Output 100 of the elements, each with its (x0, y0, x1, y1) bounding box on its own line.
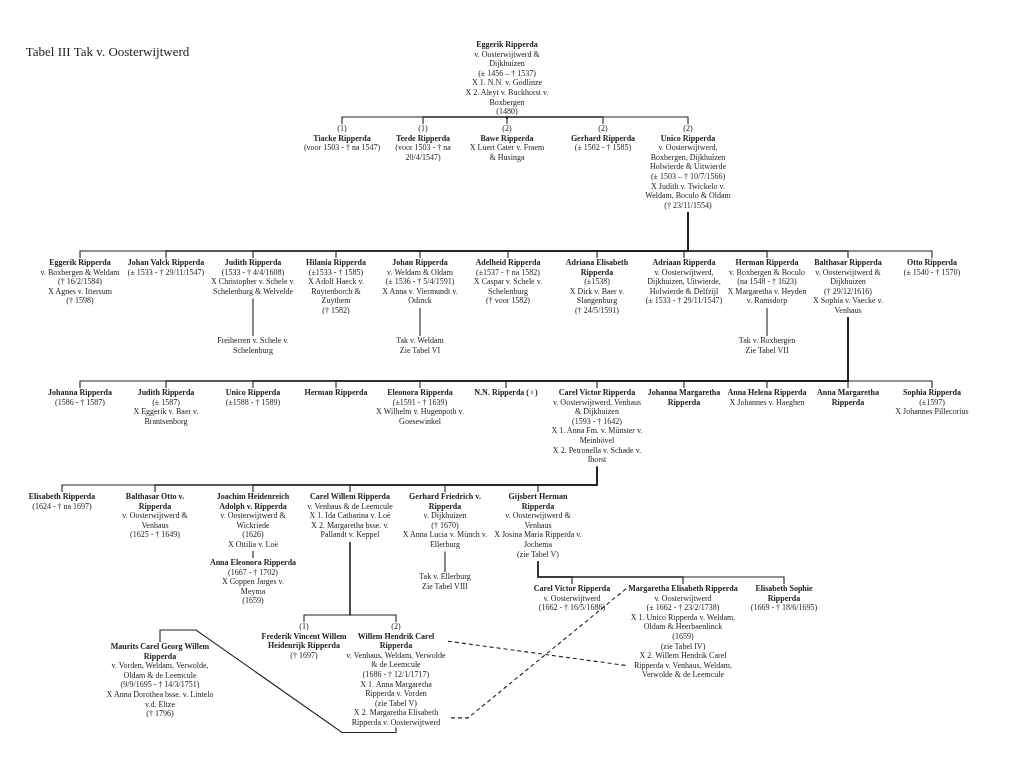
person-name: Anna Eleonora Ripperda (209, 558, 297, 568)
detail-text: (±1537 - † na 1582) (476, 267, 540, 278)
descent-line (422, 116, 508, 125)
detail-text: (± 1540 - † 1570) (903, 267, 961, 278)
marriage-order-label: (1) (299, 622, 309, 632)
reference-note: Zie Tabel VI (399, 345, 441, 356)
marriage-order-label: (2) (683, 124, 693, 134)
detail-text: († 24/5/1591) (575, 305, 619, 316)
detail-text: X Margaretha v. Heyden v. Ramsdorp (726, 286, 808, 306)
detail-text: (± 1503 – † 10/7/1566) (650, 171, 726, 182)
detail-text: v. Oosterwijtwerd, Dijkhuizen, Uitwierde, Holwierde & Delfzijl (646, 267, 722, 297)
detail-text: (±1538) (584, 277, 610, 287)
detail-text: X 1. Ida Catharina v. Loë (309, 511, 391, 521)
reference-note: Tak v. Ellerburg (419, 572, 471, 582)
descent-line (444, 551, 446, 573)
detail-text: (±1588 - † 1589) (225, 397, 281, 408)
detail-text: v. Vorden, Weldam, Verwolde, Oldam & de Leemcule (110, 661, 210, 681)
detail-text: X Josina Maria Ripperda v. Jochema (493, 530, 583, 550)
detail-text: († 1796) (146, 709, 174, 719)
detail-text: († 1598) (66, 296, 94, 306)
detail-text: X 2. Margaretha Elisabeth Ripperda v. Oosterwijtwerd (350, 708, 442, 728)
detail-text: X 1. Unico Ripperda v. Weldam, Oldam & Heerbaenlinck (629, 612, 737, 632)
person-name: Johan Valck Ripperda (127, 258, 205, 268)
detail-text: (1480) (496, 107, 518, 117)
detail-text: X Eggerik v. Baer v. Brantsenborg (132, 407, 200, 427)
person-name: Judith Ripperda (137, 388, 195, 398)
detail-text: X Adolf Haeck v. Ruytenborch & Zuythem (307, 277, 365, 306)
reference-note: Zie Tabel VIII (422, 581, 468, 592)
table-title: Tabel III Tak v. Oosterwijtwerd (24, 44, 191, 60)
detail-text: (zie Tabel V) (517, 549, 559, 560)
person-name: Eggerik Ripperda (49, 258, 111, 268)
descent-line (419, 307, 421, 337)
person-name: Willem Hendrik Carel Ripperda (356, 631, 436, 651)
detail-text: (zie Tabel V) (375, 698, 417, 709)
dashed-connector (447, 640, 627, 667)
person-name: Johanna Ripperda (48, 388, 112, 398)
descent-line (847, 317, 933, 389)
detail-text: v. Weldam & Oldam (387, 267, 453, 278)
detail-text: (na 1548 - † 1623) (737, 277, 797, 287)
detail-text: (1593 - † 1642) (572, 416, 622, 427)
detail-text: (±1591 - † 1639) (392, 397, 448, 408)
detail-text: († 1697) (290, 650, 318, 661)
detail-text: (± 1456 – † 1537) (478, 68, 536, 79)
person-name: Carel Victor Ripperda (558, 388, 636, 398)
detail-text: v. Oosterwijtwerd & Dijkhuizen (473, 49, 541, 69)
detail-text: (1669 - † 18/6/1695) (750, 603, 818, 613)
detail-text: († 1670) (431, 520, 459, 531)
detail-text: X 1. N.N. v. Godlinze (471, 78, 543, 88)
detail-text: X 2. Margaretha bsse. v. Pallandt v. Keppel (310, 520, 390, 540)
detail-text: X 2. Aleyt v. Buckhorst v. Boxbergen (464, 87, 550, 108)
detail-text: X 2. Willem Hendrik Carel Ripperda v. Venhaus, Weldam, Verwolde & de Leemcule (632, 651, 734, 680)
detail-text: (± 1536 - † 5/4/1591) (385, 277, 455, 287)
descent-line (537, 560, 785, 585)
detail-text: X 1. Anna Margaretha Ripperda v. Vorden (359, 679, 433, 699)
detail-text: († 16/2/1584) (58, 277, 102, 287)
detail-text: X Anna Dorothea bsse. v. Lintelo v.d. Eltze (105, 689, 215, 710)
detail-text: X Johannes v. Haeghen (729, 397, 805, 408)
detail-text: X Agnes v. Ittersum (48, 286, 112, 297)
detail-text: (1659) (672, 631, 694, 642)
person-name: Unico Ripperda (660, 133, 716, 144)
detail-text: X 1. Anna Fm. v. Münster v. Meinhövel (550, 426, 644, 446)
person-name: Adriana Elisabeth Ripperda (564, 258, 630, 278)
detail-text: (± 1587) (152, 397, 180, 408)
person-name: Judith Ripperda (224, 258, 282, 268)
detail-text: v. Venhaus, Weldam, Verwolde & de Leemcule (346, 650, 446, 670)
detail-text: v. Boxbergen & Weldam (40, 267, 120, 278)
person-name: Balthasar Ripperda (814, 258, 882, 268)
detail-text: († 29/12/1616) (824, 286, 872, 297)
person-name: Eleonora Ripperda (387, 388, 453, 398)
person-name: Tiacke Ripperda (313, 133, 371, 144)
detail-text: v. Dijkhuizen (423, 511, 467, 521)
detail-text: (±1597) (919, 397, 945, 408)
detail-text: (1626) (242, 530, 264, 540)
person-name: Johan Ripperda (392, 258, 448, 268)
detail-text: (±1533 - † 1585) (308, 267, 364, 278)
reference-note: Freiherren v. Schele v. Schelenburg (216, 336, 290, 356)
person-name: Hilania Ripperda (306, 258, 366, 268)
detail-text: († voor 1582) (486, 296, 530, 306)
detail-text: (1624 - † na 1697) (32, 501, 92, 512)
detail-text: (9/9/1695 - † 14/3/1751) (120, 680, 200, 690)
detail-text: X Judith v. Twickelo v. Weldam, Boculo & Oldam (644, 181, 732, 201)
marriage-order-label: (2) (598, 124, 608, 134)
person-name: Elisabeth Ripperda (28, 492, 96, 502)
reference-note: Tak v. Weldam (396, 336, 444, 346)
person-name: Anna Margaretha Ripperda (816, 388, 880, 408)
detail-text: X Christopher v. Schele v. Schelenburg & Welvelde (210, 277, 296, 297)
descent-line (766, 307, 768, 337)
person-name: N.N. Ripperda (♀) (474, 388, 538, 398)
descent-line (537, 466, 598, 493)
person-name: Margaretha Elisabeth Ripperda (628, 584, 738, 594)
marriage-order-label: (1) (418, 124, 428, 134)
detail-text: v. Oosterwijtwerd, Boxbergen, Dijkhuizen Holwierde & Uitwierde (649, 143, 727, 172)
detail-text: X Johannes Pillecorius (895, 407, 969, 417)
person-name: Carel Willem Ripperda (310, 492, 390, 502)
descent-line (349, 541, 397, 623)
person-name: Carel Victor Ripperda (533, 584, 611, 594)
detail-text: (1533 - † 4/4/1608) (221, 267, 285, 278)
person-name: Bawe Ripperda (480, 133, 534, 144)
detail-text: X Dirk v. Baer v. Slangenburg (568, 286, 626, 306)
descent-line (506, 116, 689, 125)
